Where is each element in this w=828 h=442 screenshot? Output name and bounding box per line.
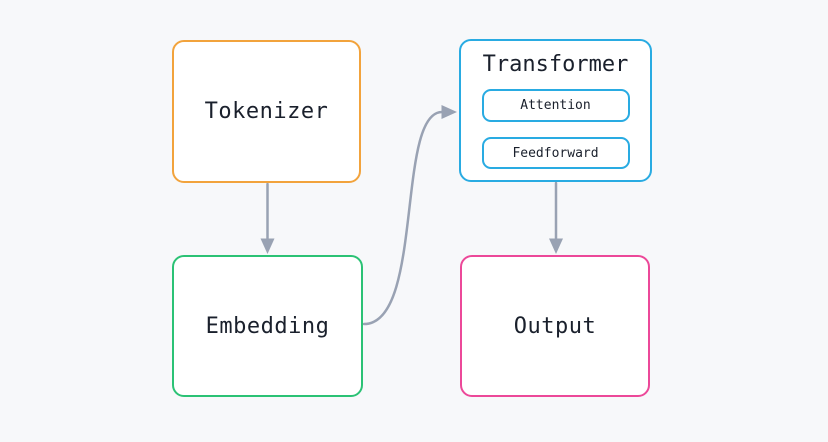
sub-node-attention-label: Attention — [520, 98, 591, 113]
sub-node-feedforward-label: Feedforward — [512, 145, 599, 161]
node-output-label: Output — [513, 313, 597, 339]
arrowhead-tokenizer-to-embedding-icon — [260, 238, 275, 254]
node-transformer: Transformer Attention Feedforward — [459, 39, 652, 182]
sub-node-attention: Attention — [481, 89, 630, 122]
node-tokenizer: Tokenizer — [172, 40, 361, 183]
node-transformer-title: Transformer — [482, 52, 629, 77]
node-tokenizer-label: Tokenizer — [204, 99, 329, 124]
sub-node-feedforward: Feedforward — [481, 137, 630, 169]
arrowhead-transformer-to-output-icon — [549, 238, 563, 254]
node-output: Output — [460, 255, 650, 397]
node-embedding: Embedding — [172, 255, 363, 397]
node-embedding-label: Embedding — [205, 313, 330, 339]
arrowhead-embedding-to-transformer-icon — [441, 105, 457, 119]
connector-embedding-to-transformer — [362, 110, 444, 326]
